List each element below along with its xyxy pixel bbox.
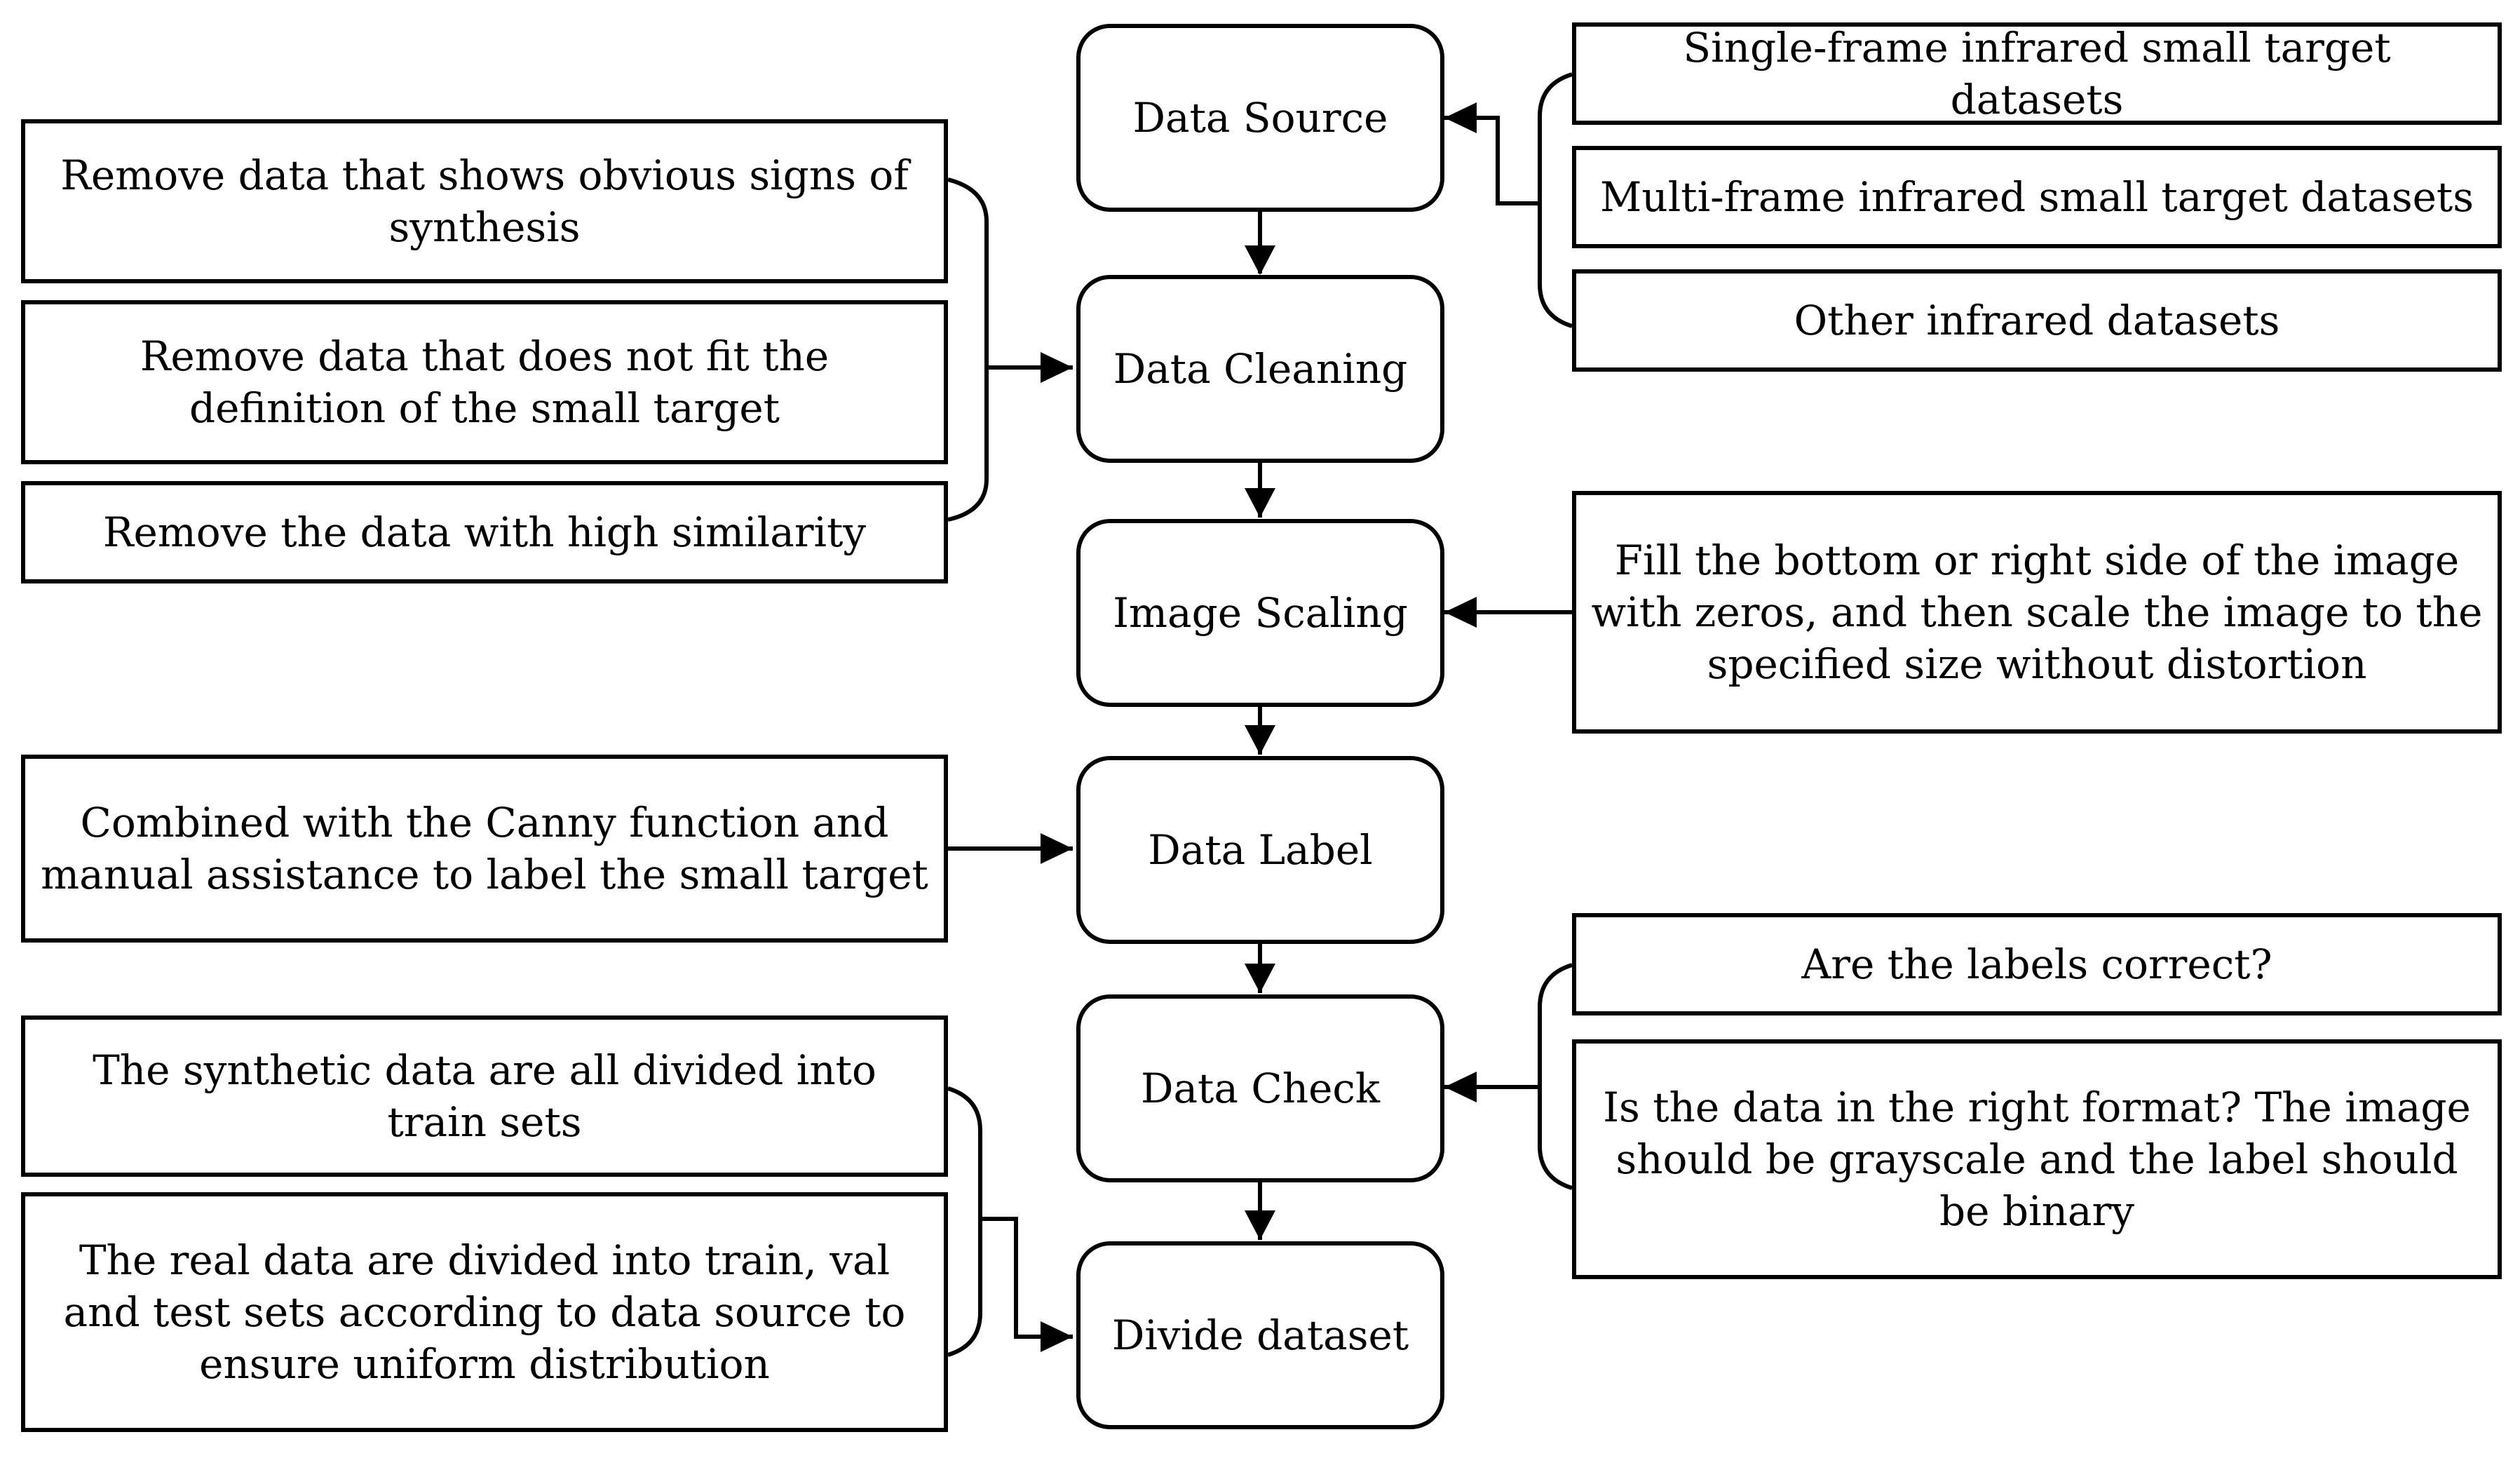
arrowhead [1041,352,1073,383]
note-other-datasets: Other infrared datasets [1572,269,2502,372]
arrowhead [1245,964,1275,993]
note-text: Single-frame infrared small target datas… [1683,23,2391,123]
note-real-data-split: The real data are divided into train, va… [21,1192,948,1432]
note-remove-non-small-target: Remove data that does not fit the defini… [21,300,948,464]
note-text: Remove data that does not fit the defini… [140,332,829,432]
arrowhead [1041,833,1073,864]
arrow-source-notes [1444,116,1540,205]
step-data-check: Data Check [1076,994,1444,1182]
note-labels-correct: Are the labels correct? [1572,913,2502,1015]
arrowhead [1245,1210,1275,1240]
arrow-divide-notes [980,1217,1073,1339]
step-data-cleaning: Data Cleaning [1076,275,1444,463]
note-data-label: Combined with the Canny function and man… [21,755,948,943]
note-synthetic-train: The synthetic data are all divided into … [21,1015,948,1177]
note-remove-high-similarity: Remove the data with high similarity [21,481,948,583]
step-label: Data Check [1140,1064,1381,1112]
step-label: Data Source [1132,93,1388,142]
arrowhead [1444,1072,1477,1102]
note-single-frame-datasets: Single-frame infrared small target datas… [1572,22,2502,125]
note-text: Other infrared datasets [1794,296,2280,344]
arrowhead [1245,725,1275,755]
step-label: Image Scaling [1113,588,1408,637]
step-label: Divide dataset [1111,1311,1409,1359]
note-image-scaling: Fill the bottom or right side of the ima… [1572,491,2502,734]
note-text: Is the data in the right format? The ima… [1603,1083,2471,1236]
arrowhead [1444,597,1477,628]
cleaning-bracket [947,177,989,522]
step-data-source: Data Source [1076,24,1444,212]
step-label: Data Label [1148,825,1373,874]
source-bracket [1538,72,1573,328]
note-data-format: Is the data in the right format? The ima… [1572,1039,2502,1279]
arrowhead [1245,488,1275,518]
step-label: Data Cleaning [1113,344,1408,393]
arrowhead [1041,1321,1073,1352]
note-text: The synthetic data are all divided into … [93,1046,876,1146]
check-bracket [1538,963,1573,1190]
note-text: The real data are divided into train, va… [63,1236,906,1389]
note-text: Multi-frame infrared small target datase… [1599,173,2474,221]
note-multi-frame-datasets: Multi-frame infrared small target datase… [1572,146,2502,248]
arrowhead [1444,102,1477,133]
note-text: Remove data that shows obvious signs of … [60,151,909,251]
step-data-label: Data Label [1076,756,1444,944]
arrowhead [1245,245,1275,275]
note-text: Combined with the Canny function and man… [41,798,928,898]
divide-bracket [947,1086,982,1357]
note-remove-synthesis: Remove data that shows obvious signs of … [21,119,948,283]
note-text: Fill the bottom or right side of the ima… [1591,536,2483,689]
step-divide-dataset: Divide dataset [1076,1241,1444,1429]
note-text: Are the labels correct? [1801,940,2272,988]
note-text: Remove the data with high similarity [102,508,867,556]
step-image-scaling: Image Scaling [1076,519,1444,707]
